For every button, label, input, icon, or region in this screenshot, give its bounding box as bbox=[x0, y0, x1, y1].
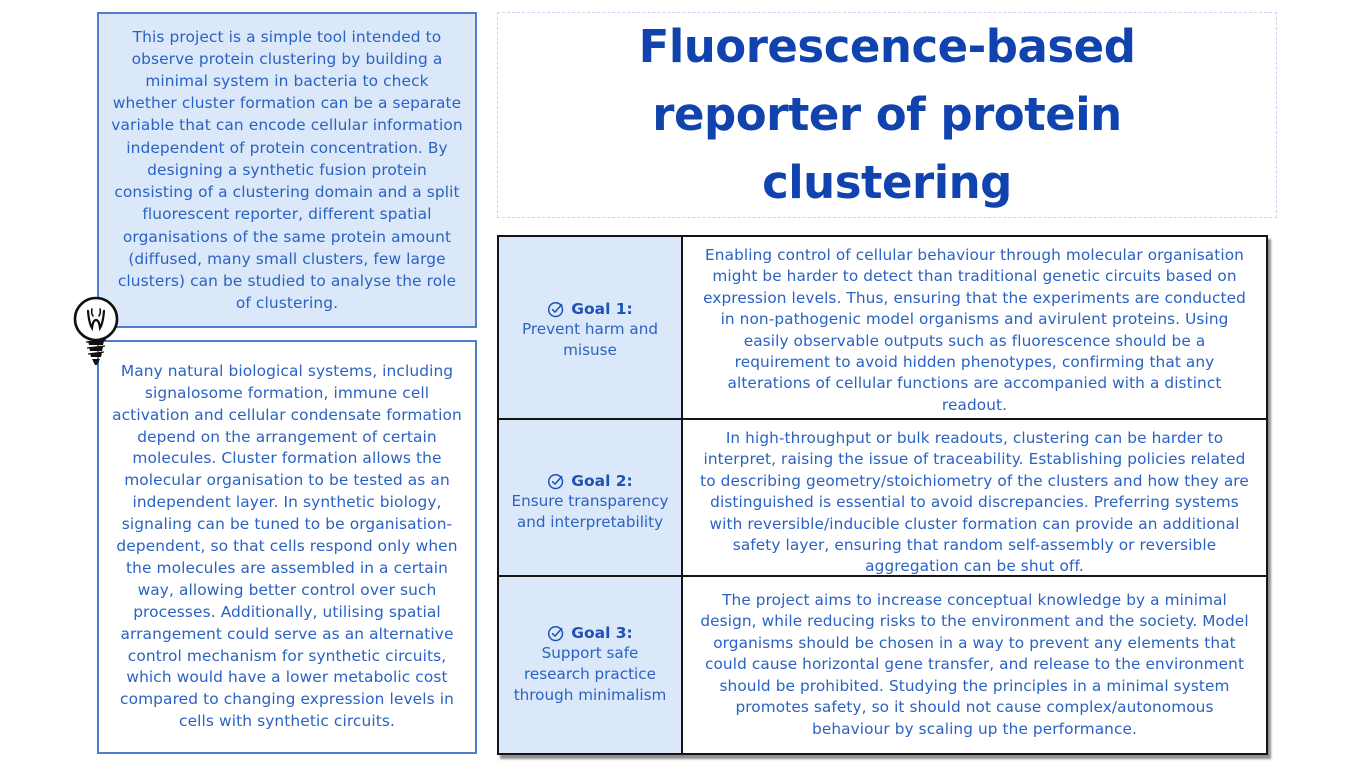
goal-row-1: Goal 1: Prevent harm and misuse Enabling… bbox=[499, 237, 1266, 425]
goal-3-description-cell: The project aims to increase conceptual … bbox=[683, 577, 1266, 753]
page-title: Fluorescence-based reporter of protein c… bbox=[638, 20, 1136, 209]
goal-2-description: In high-throughput or bulk readouts, clu… bbox=[700, 429, 1249, 576]
goal-2-description-cell: In high-throughput or bulk readouts, clu… bbox=[683, 420, 1266, 586]
goal-2-sublabel: Ensure transparency and interpretability bbox=[511, 492, 669, 532]
check-circle-icon bbox=[547, 300, 565, 318]
title-box: Fluorescence-based reporter of protein c… bbox=[497, 12, 1277, 218]
check-circle-icon bbox=[547, 472, 565, 490]
goal-3-heading: Goal 3: bbox=[547, 624, 633, 642]
goal-1-label: Goal 1: bbox=[571, 300, 633, 319]
goal-1-label-cell: Goal 1: Prevent harm and misuse bbox=[499, 237, 683, 425]
check-circle-icon bbox=[547, 624, 565, 642]
goal-2-label: Goal 2: bbox=[571, 472, 633, 491]
goal-2-label-cell: Goal 2: Ensure transparency and interpre… bbox=[499, 420, 683, 586]
goal-row-3: Goal 3: Support safe research practice t… bbox=[499, 575, 1266, 753]
goal-3-sublabel: Support safe research practice through m… bbox=[513, 644, 667, 704]
goal-3-description: The project aims to increase conceptual … bbox=[700, 591, 1249, 738]
goal-3-label-cell: Goal 3: Support safe research practice t… bbox=[499, 577, 683, 753]
goal-1-sublabel: Prevent harm and misuse bbox=[522, 320, 658, 360]
goal-row-2: Goal 2: Ensure transparency and interpre… bbox=[499, 418, 1266, 586]
lightbulb-icon bbox=[70, 295, 124, 369]
goal-3-label: Goal 3: bbox=[571, 624, 633, 642]
goal-2-heading: Goal 2: bbox=[547, 472, 633, 490]
background-text-box: Many natural biological systems, includi… bbox=[97, 340, 477, 754]
intro-text-box: This project is a simple tool intended t… bbox=[97, 12, 477, 328]
goal-1-description: Enabling control of cellular behaviour t… bbox=[703, 246, 1246, 414]
goal-1-heading: Goal 1: bbox=[547, 300, 633, 318]
intro-text: This project is a simple tool intended t… bbox=[111, 27, 463, 313]
goal-1-description-cell: Enabling control of cellular behaviour t… bbox=[683, 237, 1266, 425]
goals-table: Goal 1: Prevent harm and misuse Enabling… bbox=[497, 235, 1268, 755]
background-text: Many natural biological systems, includi… bbox=[112, 361, 462, 731]
